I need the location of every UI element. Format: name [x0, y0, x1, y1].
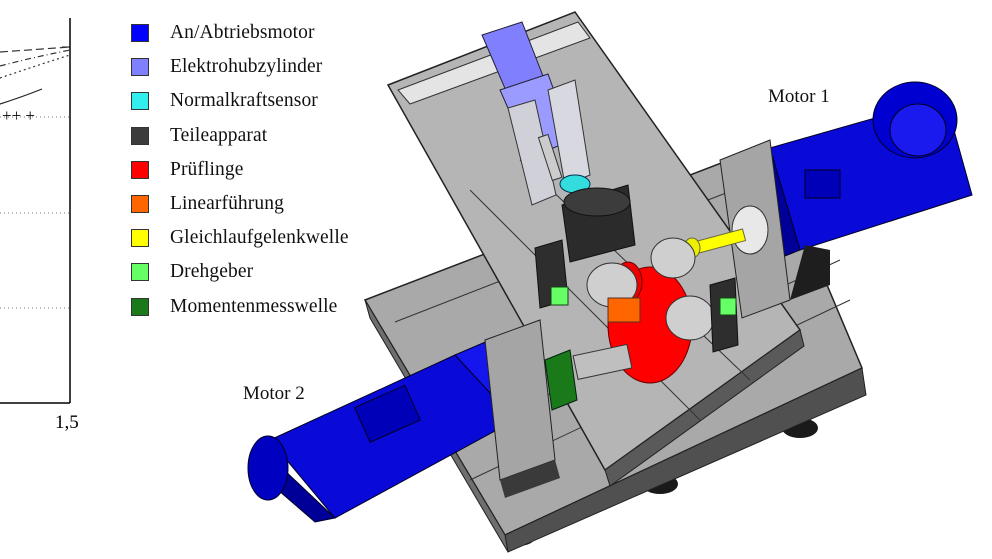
legend-swatch-linear-guide	[131, 195, 149, 214]
legend-swatch-indexing-unit	[131, 126, 149, 145]
motor-2	[247, 339, 521, 523]
legend-swatch-encoder	[131, 263, 149, 282]
legend-item: Linearführung	[131, 187, 349, 221]
motor-2-bracket	[484, 319, 560, 498]
plot-curve-dotted	[0, 54, 71, 79]
legend-label: Elektrohubzylinder	[170, 56, 323, 78]
component-legend: An/Abtriebsmotor Elektrohubzylinder Norm…	[131, 16, 349, 324]
legend-label: Teileapparat	[170, 124, 268, 146]
legend-label: Momentenmesswelle	[170, 295, 338, 317]
legend-swatch-lift-cylinder	[131, 58, 149, 77]
legend-item: Prüflinge	[131, 153, 349, 187]
legend-item: Momentenmesswelle	[131, 290, 349, 324]
encoder-right	[719, 297, 737, 316]
legend-item: Teileapparat	[131, 119, 349, 153]
legend-label: Normalkraftsensor	[170, 90, 318, 112]
plot-x-tick-label: 1,5	[55, 412, 79, 433]
legend-item: Elektrohubzylinder	[131, 50, 349, 84]
legend-item: Drehgeber	[131, 255, 349, 289]
legend-swatch-cv-shaft	[131, 229, 149, 248]
torque-shaft	[544, 343, 633, 411]
motor-1-label: Motor 1	[768, 86, 830, 107]
legend-label: Drehgeber	[170, 261, 254, 283]
test-specimens	[586, 237, 715, 384]
plot-fragment: ++ + 1,5	[0, 18, 79, 433]
plot-markers: ++ +	[2, 106, 35, 125]
lift-cylinder	[481, 21, 591, 206]
legend-label: Linearführung	[170, 193, 284, 215]
legend-swatch-drive-motor	[131, 24, 149, 43]
linear-guide	[607, 297, 641, 323]
motor-1	[751, 81, 973, 257]
legend-label: Prüflinge	[170, 158, 244, 180]
legend-item: Gleichlaufgelenkwelle	[131, 221, 349, 255]
legend-swatch-test-specimens	[131, 160, 149, 179]
legend-label: Gleichlaufgelenkwelle	[170, 227, 349, 249]
motor-1-bracket	[719, 139, 830, 319]
legend-swatch-force-sensor	[131, 92, 149, 111]
legend-swatch-torque-shaft	[131, 297, 149, 316]
plot-curve-solid	[0, 88, 43, 105]
indexing-unit	[561, 184, 636, 263]
plot-curve-dashed-1	[0, 46, 71, 53]
motor-2-label: Motor 2	[243, 383, 305, 404]
legend-label: An/Abtriebsmotor	[170, 22, 315, 44]
legend-item: An/Abtriebsmotor	[131, 16, 349, 50]
plot-curve-dashdot	[0, 49, 71, 67]
test-rig-illustration	[247, 11, 973, 553]
legend-item: Normalkraftsensor	[131, 84, 349, 118]
encoder-left	[550, 286, 569, 306]
